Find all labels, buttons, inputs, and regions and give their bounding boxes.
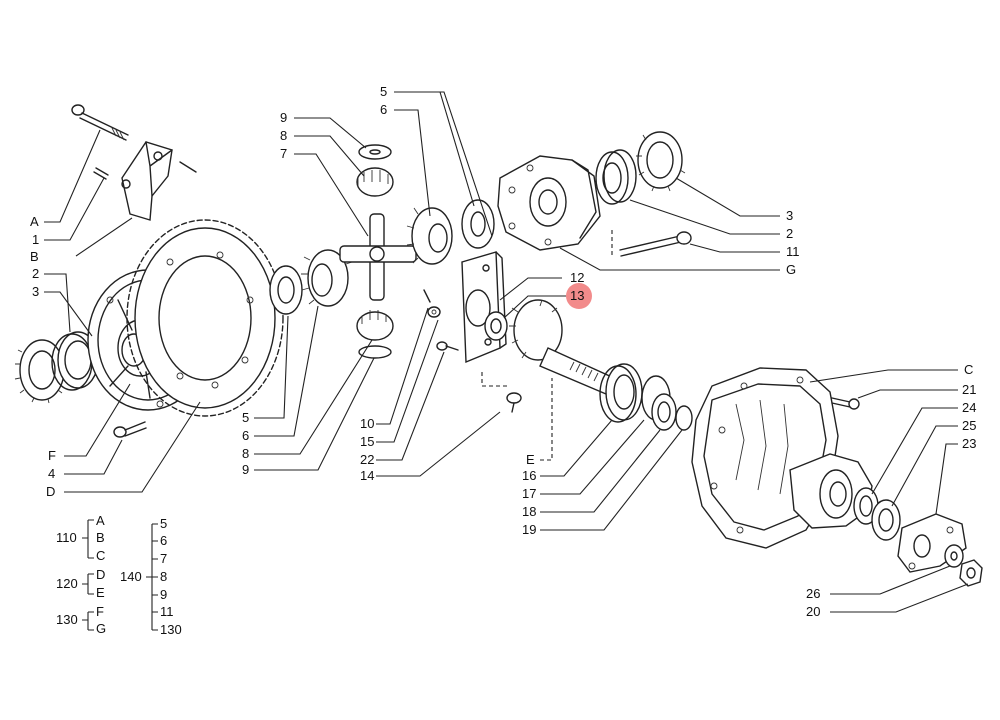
bearing-part-2 [595,149,637,205]
legend-item: G [96,621,106,636]
callout-label: 18 [522,504,536,519]
callout-label: C [964,362,973,377]
seal-part-25 [871,499,901,541]
callout-label: 20 [806,604,820,619]
adjusting-ring-part [14,339,65,404]
callout-label: A [30,214,39,229]
thrust-washer-part [269,265,303,315]
callout-label: G [786,262,796,277]
callout-label: 3 [786,208,793,223]
callout-label: 24 [962,400,976,415]
legend-group-label: 140 [120,569,142,584]
bearing-cap-part [121,141,197,221]
callout-label: 11 [786,244,800,259]
thrust-washer-part-right [461,199,495,249]
bolt-part-14 [506,392,522,413]
callout-label: 3 [32,284,39,299]
callout-label: 14 [360,468,374,483]
legend-item: D [96,567,105,582]
seal-part-13 [484,311,508,341]
legend-item: 6 [160,533,167,548]
callout-label: 2 [786,226,793,241]
callout-label: 12 [570,270,584,285]
callout-label: 25 [962,418,976,433]
callout-label: E [526,452,535,467]
screw-part-22 [436,341,459,351]
bolt-part-21 [831,397,860,410]
callout-label: 23 [962,436,976,451]
legend-group-label: 120 [56,576,78,591]
ring-part-19 [675,405,693,431]
callout-label: 19 [522,522,536,537]
legend-item: 130 [160,622,182,637]
callout-label: 21 [962,382,976,397]
legend-item: F [96,604,104,619]
callout-label: 6 [242,428,249,443]
carrier-housing-part [497,155,601,251]
legend-item: 8 [160,569,167,584]
spider-cross-part [339,213,417,301]
group-legend: 110 A B C 120 D E 130 F G 140 5 6 7 8 9 … [56,513,182,637]
nut-part-20 [959,559,983,587]
pinion-gear-part-top [356,167,394,197]
pinion-gear-part-bottom [356,310,394,341]
bolt-part-11 [619,231,692,257]
callout-label: 10 [360,416,374,431]
bracket-part [461,251,507,364]
callout-label: 17 [522,486,536,501]
callout-label: 22 [360,452,374,467]
legend-item: C [96,548,105,563]
washer-part-26 [944,544,964,568]
axle-housing-part [691,367,873,549]
washer-part-bottom [358,345,392,359]
bolt-part-a [71,104,129,141]
callout-label: 9 [242,462,249,477]
callout-label: 5 [242,410,249,425]
bolt-part-f [113,421,147,438]
callout-label: 8 [242,446,249,461]
callout-label: F [48,448,56,463]
callout-label: 15 [360,434,374,449]
side-gear-part-right [406,207,453,265]
callout-label: 2 [32,266,39,281]
callout-label: 16 [522,468,536,483]
callout-label: 26 [806,586,820,601]
legend-item: 9 [160,587,167,602]
highlight-marker [566,283,592,309]
ring-gear-part [126,219,284,417]
washer-part-top [358,144,392,160]
spacer-part-18 [651,393,677,431]
pin-part-10 [423,289,431,303]
callout-label: B [30,249,39,264]
callout-label-highlighted: 13 [570,288,584,303]
callout-label: 6 [380,102,387,117]
leader-lines [44,91,969,613]
legend-item: B [96,530,105,545]
legend-item: 7 [160,551,167,566]
legend-item: 5 [160,516,167,531]
adjusting-nut-part-3 [636,131,686,192]
callout-label: 7 [280,146,287,161]
callout-label: 9 [280,110,287,125]
legend-item: A [96,513,105,528]
pin-part-1 [93,167,109,180]
callout-label: D [46,484,55,499]
legend-group-label: 110 [56,530,77,545]
callout-label: 5 [380,84,387,99]
callout-label: 4 [48,466,55,481]
pinion-shaft-part [509,299,615,395]
callout-label: 1 [32,232,39,247]
bearing-part-16 [599,363,643,423]
side-gear-part-left [301,246,353,307]
callout-labels: A 1 B 2 3 F 4 D 5 6 8 9 9 8 7 5 6 10 15 … [30,84,976,619]
legend-item: E [96,585,105,600]
washer-part-15 [427,306,441,318]
legend-group-label: 130 [56,612,78,627]
legend-item: 11 [160,604,174,619]
callout-label: 8 [280,128,287,143]
